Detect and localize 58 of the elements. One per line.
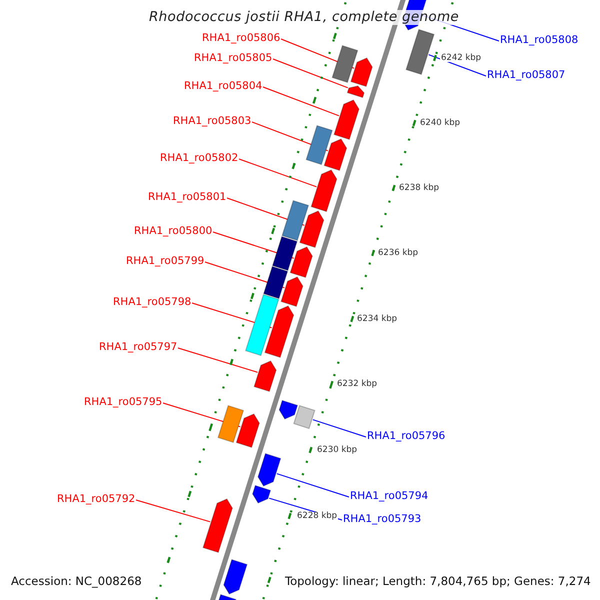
gene-block: [293, 404, 316, 430]
scale-label: 6238 kbp: [398, 184, 440, 192]
scale-label: 6230 kbp: [316, 446, 358, 454]
gene-feature: [333, 99, 360, 140]
gene-block: [306, 124, 333, 166]
scale-label: 6242 kbp: [440, 54, 482, 62]
leader-line: [178, 348, 258, 373]
scale-label: 6240 kbp: [419, 118, 462, 127]
gene-feature: [252, 484, 272, 504]
gene-feature: [202, 498, 233, 554]
gene-label: RHA1_ro05797: [99, 342, 178, 352]
gene-feature: [236, 413, 260, 448]
gene-label: RHA1_ro05806: [202, 32, 280, 43]
leader-line: [276, 473, 350, 498]
gene-block: [272, 236, 298, 272]
leader-line: [312, 419, 366, 438]
gene-label: RHA1_ro05795: [84, 396, 162, 407]
scale-label: 6232 kbp: [336, 380, 378, 388]
genome-info-text: Topology: linear; Length: 7,804,765 bp; Genes: 7,274: [284, 575, 592, 588]
gene-label: RHA1_ro05794: [350, 490, 428, 501]
gene-label: RHA1_ro05796: [367, 430, 446, 441]
scale-label: 6234 kbp: [356, 314, 398, 323]
gene-label: RHA1_ro05802: [160, 152, 238, 163]
gene-feature: [264, 305, 294, 358]
gene-label: RHA1_ro05792: [57, 494, 136, 504]
gene-label: RHA1_ro05807: [487, 70, 566, 80]
leader-line: [136, 500, 211, 522]
gene-feature: [346, 85, 365, 98]
gene-block: [244, 294, 280, 356]
gene-feature: [324, 138, 348, 171]
gene-block: [332, 44, 358, 83]
gene-label: RHA1_ro05800: [134, 226, 212, 236]
gene-label: RHA1_ro05793: [343, 514, 422, 524]
gene-block: [217, 405, 244, 444]
gene-feature: [299, 210, 324, 248]
leader-line: [262, 86, 340, 116]
gene-feature: [310, 169, 338, 212]
gene-block: [405, 28, 435, 76]
gene-label: RHA1_ro05808: [500, 34, 578, 45]
scale-label: 6228 kbp: [296, 512, 338, 520]
gene-label: RHA1_ro05803: [173, 116, 252, 126]
gene-feature: [216, 594, 237, 600]
gene-feature: [290, 246, 313, 278]
gene-feature: [278, 400, 298, 420]
gene-label: RHA1_ro05798: [113, 296, 192, 307]
gene-label: RHA1_ro05801: [148, 192, 226, 202]
gene-label: RHA1_ro05799: [126, 256, 204, 266]
gene-block: [263, 266, 288, 300]
gene-label: RHA1_ro05804: [184, 80, 262, 91]
leader-line: [238, 158, 317, 188]
gene-feature: [280, 276, 304, 308]
leader-line: [428, 54, 486, 76]
scale-label: 6236 kbp: [377, 248, 420, 257]
gene-block: [281, 200, 310, 242]
leader-line: [272, 58, 348, 88]
gene-feature: [254, 360, 277, 392]
gene-label: RHA1_ro05805: [194, 52, 272, 63]
genome-info-text: Accession: NC_008268: [10, 575, 143, 588]
